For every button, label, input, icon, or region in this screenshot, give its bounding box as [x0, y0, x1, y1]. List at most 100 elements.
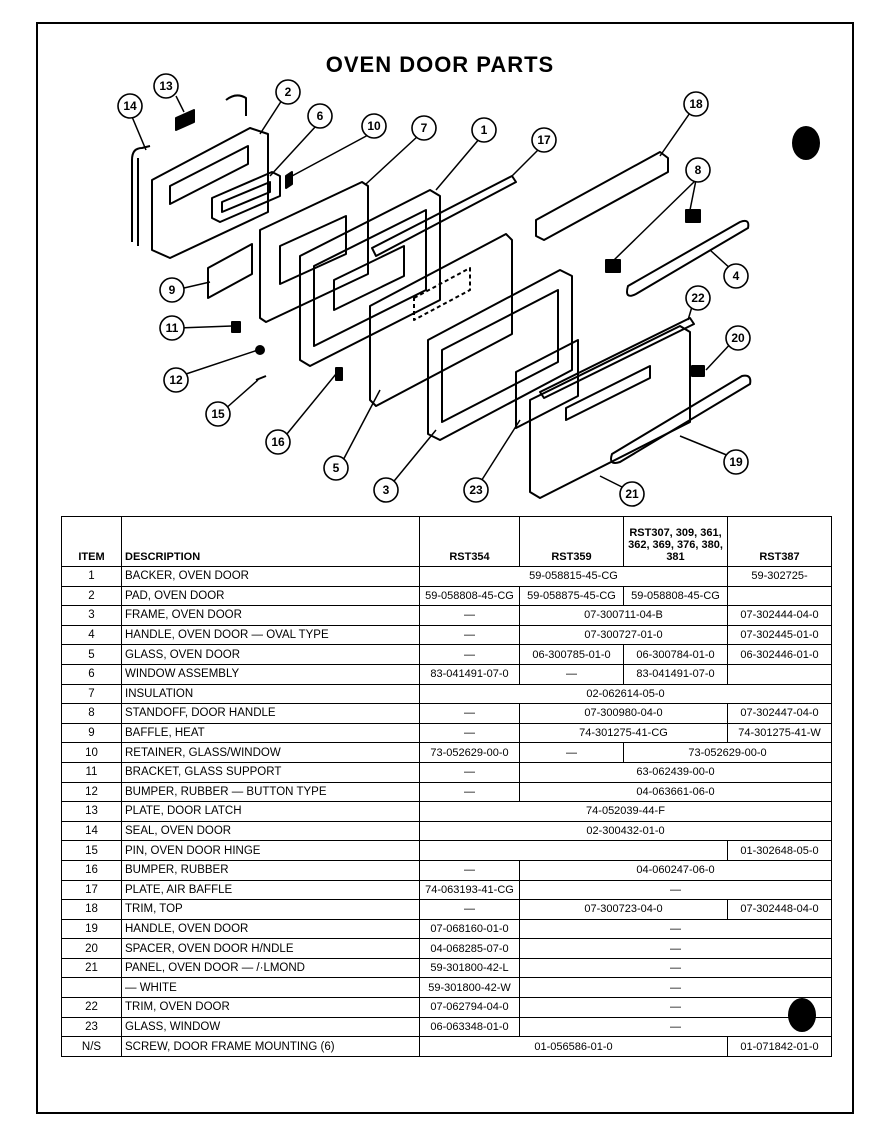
part-number: 74-052039-44-F [419, 801, 832, 822]
part-description: BUMPER, RUBBER — BUTTON TYPE [121, 781, 420, 803]
header-item: ITEM [61, 516, 122, 567]
callout-label-17: 17 [537, 133, 551, 147]
part-door-handle-shape [610, 374, 752, 464]
callout-label-9: 9 [169, 283, 176, 297]
callout-label-15: 15 [211, 407, 225, 421]
callout-label-19: 19 [729, 455, 743, 469]
callout-label-13: 13 [159, 79, 173, 93]
part-number: 01-056586-01-0 [419, 1036, 728, 1057]
part-number: — [519, 742, 624, 763]
callout-label-16: 16 [271, 435, 285, 449]
part-number: — [419, 605, 520, 626]
part-frame-shape [299, 189, 441, 367]
part-number: — [419, 624, 520, 646]
part-description: PLATE, DOOR LATCH [121, 801, 420, 822]
part-window-glass-shape [515, 339, 579, 429]
part-number: 73-052629-00-0 [623, 742, 832, 763]
callout-label-1: 1 [481, 123, 488, 137]
callout-5 [323, 455, 349, 481]
part-number: — [419, 899, 520, 920]
callout-label-14: 14 [123, 99, 137, 113]
part-number: 74-301275-41-W [727, 722, 832, 744]
callout-14 [117, 93, 143, 119]
part-number [727, 585, 832, 607]
callout-label-12: 12 [169, 373, 183, 387]
part-description: HANDLE, OVEN DOOR [121, 918, 420, 940]
item-number: 14 [61, 820, 122, 842]
part-number: 59-301800-42-W [419, 977, 520, 999]
callout-label-8: 8 [695, 163, 702, 177]
item-number: 19 [61, 918, 122, 940]
part-number: — [419, 644, 520, 665]
callout-label-18: 18 [689, 97, 703, 111]
part-number: 06-300784-01-0 [623, 644, 728, 665]
part-description: PANEL, OVEN DOOR — /·LMOND [121, 957, 420, 979]
part-seal-shape [131, 145, 151, 242]
item-number: 11 [61, 761, 122, 783]
callout-21 [619, 481, 645, 507]
part-number: 07-300727-01-0 [519, 624, 728, 646]
callout-label-2: 2 [285, 85, 292, 99]
part-insulation-shape [259, 181, 369, 323]
part-number: — [419, 781, 520, 803]
callout-label-3: 3 [383, 483, 390, 497]
callout-9 [159, 277, 185, 303]
part-number: 63-062439-00-0 [519, 761, 832, 783]
part-number: — [519, 663, 624, 685]
part-air-baffle-shape [371, 175, 517, 257]
callout-4 [723, 263, 749, 289]
callout-15 [205, 401, 231, 427]
page-title: OVEN DOOR PARTS [325, 52, 555, 77]
callout-11 [159, 315, 185, 341]
item-number: 9 [61, 722, 122, 744]
item-number: 23 [61, 1016, 122, 1038]
part-backer-shape [151, 127, 269, 259]
part-number: 02-300432-01-0 [419, 820, 832, 842]
part-number: 07-300723-04-0 [519, 899, 728, 920]
item-number: 10 [61, 742, 122, 763]
part-description: SCREW, DOOR FRAME MOUNTING (6) [121, 1036, 420, 1057]
callout-label-4: 4 [733, 269, 740, 283]
part-number: 04-063661-06-0 [519, 781, 832, 803]
parts-table: ITEM DESCRIPTION RST354 RST359 RST307, 3… [61, 516, 832, 1057]
callout-10 [361, 113, 387, 139]
part-description: INSULATION [121, 683, 420, 705]
header-model-rst307-group: RST307, 309, 361, 362, 369, 376, 380, 38… [623, 516, 728, 567]
callout-label-5: 5 [333, 461, 340, 475]
part-heat-baffle-shape [207, 243, 253, 299]
part-number: 74-301275-41-CG [519, 722, 728, 744]
part-number: 04-068285-07-0 [419, 938, 520, 959]
part-number: 01-302648-05-0 [727, 840, 832, 861]
item-number: 6 [61, 663, 122, 685]
part-frame-inner-shape [427, 269, 573, 441]
part-number: — [519, 1016, 832, 1038]
callout-17 [531, 127, 557, 153]
part-number: — [419, 859, 520, 881]
part-number: 73-052629-00-0 [419, 742, 520, 763]
item-number [61, 977, 122, 999]
part-number: 01-071842-01-0 [727, 1036, 832, 1057]
callout-label-7: 7 [421, 121, 428, 135]
callout-label-11: 11 [166, 321, 179, 335]
part-description: BACKER, OVEN DOOR [121, 566, 420, 587]
part-number: 59-058815-45-CG [419, 566, 728, 587]
part-description: SEAL, OVEN DOOR [121, 820, 420, 842]
item-number: 15 [61, 840, 122, 861]
part-description: — WHITE [121, 977, 420, 999]
part-description: PLATE, AIR BAFFLE [121, 879, 420, 901]
part-number: 59-302725- [727, 566, 832, 587]
